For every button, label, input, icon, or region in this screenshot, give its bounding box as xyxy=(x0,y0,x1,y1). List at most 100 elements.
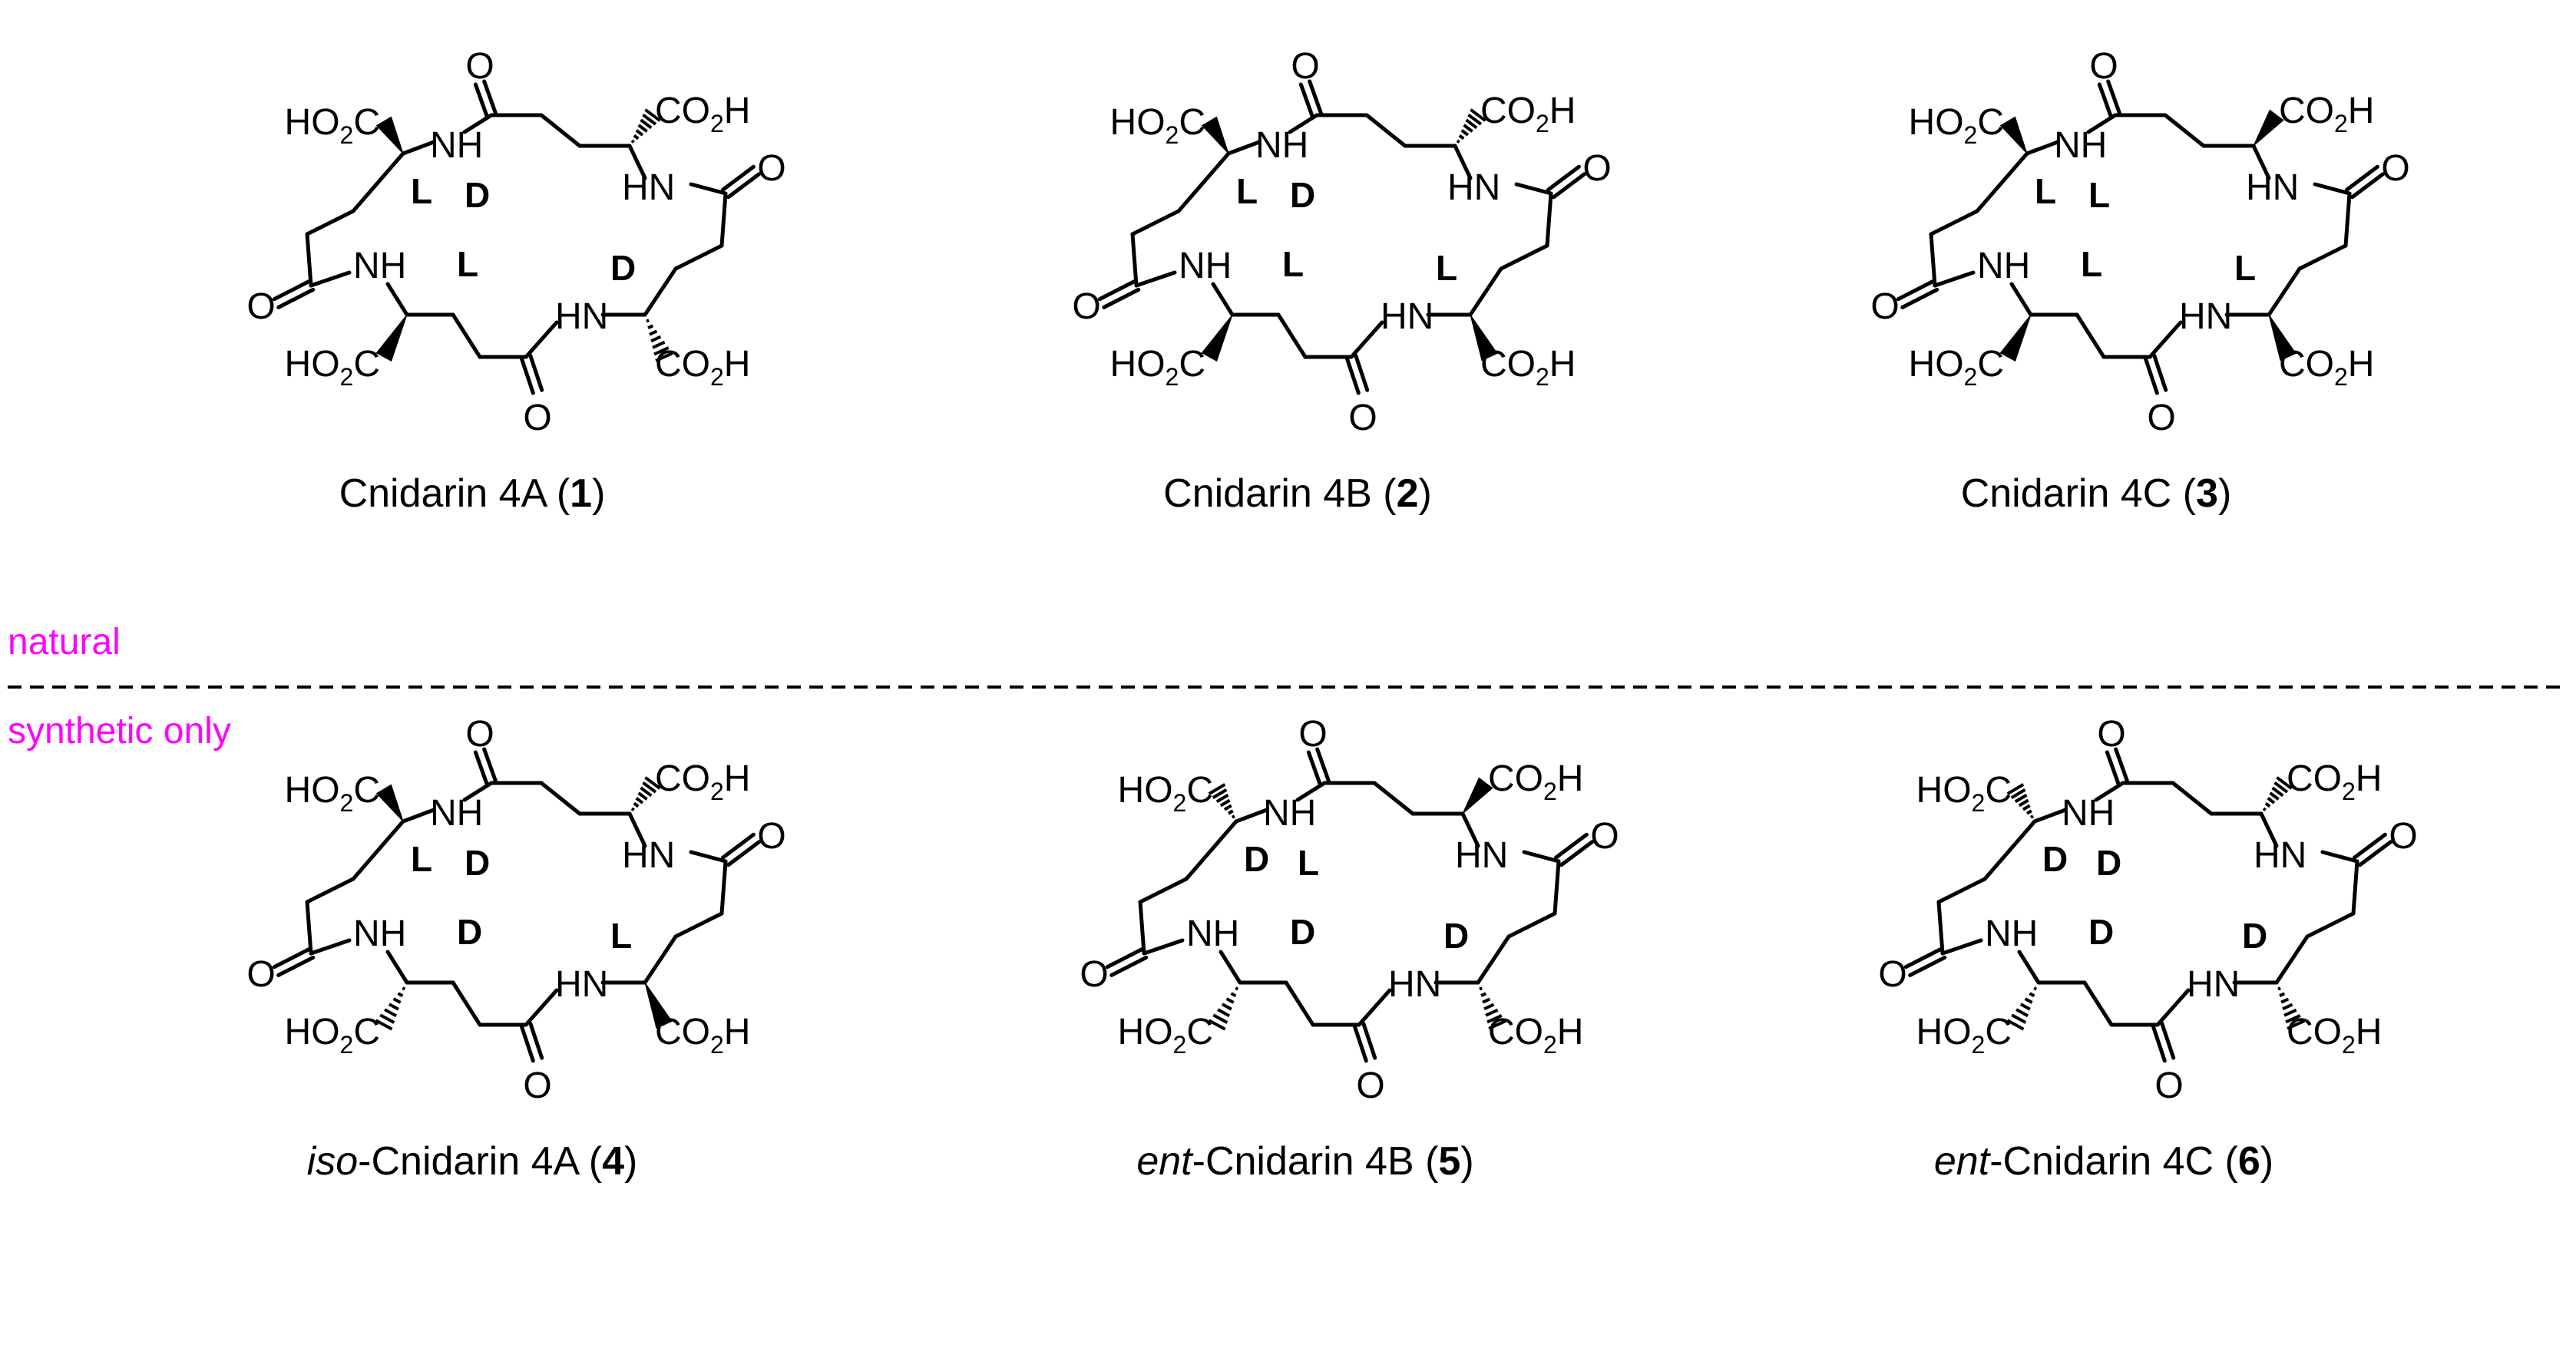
hash-line xyxy=(646,319,650,323)
section-label-natural: natural xyxy=(8,622,121,662)
oxygen-label: O xyxy=(1298,714,1327,755)
hash-line xyxy=(652,340,666,349)
oxygen-label: O xyxy=(1072,286,1100,327)
carbonyl-bond xyxy=(1900,287,1939,309)
ring-bond xyxy=(2082,980,2114,1027)
acid-label: HO2C xyxy=(1110,102,1205,149)
ring-bond xyxy=(673,911,724,939)
compound-caption: Cnidarin 4C (3) xyxy=(1961,471,2232,516)
hn-label: HN xyxy=(1381,296,1433,337)
hash-line xyxy=(640,786,653,798)
stereo-bond xyxy=(2277,986,2305,1030)
carbonyl-bond xyxy=(720,832,756,860)
hash-line xyxy=(1465,118,1478,130)
ring-bond xyxy=(2075,312,2106,359)
carbonyl-bond xyxy=(1354,353,1370,392)
ring-bond xyxy=(1982,819,2037,881)
hn-label: HN xyxy=(622,835,675,876)
hash-line xyxy=(1208,1019,1226,1031)
hash-line xyxy=(630,139,635,144)
carbonyl-bond xyxy=(2358,840,2393,867)
ring-bond xyxy=(2032,808,2068,824)
nh-label: NH xyxy=(1263,793,1316,834)
hash-line xyxy=(384,1008,398,1018)
ring-bond xyxy=(689,182,728,196)
stereo-bond xyxy=(1470,314,1498,362)
oxygen-label: O xyxy=(757,148,785,189)
ring-bond xyxy=(1138,877,1189,904)
stereo-bond xyxy=(646,319,673,362)
carbonyl-bond xyxy=(2350,172,2386,200)
caption-suffix: ) xyxy=(592,471,605,516)
ring-bond xyxy=(1476,934,1511,985)
config-label: L xyxy=(2081,244,2102,284)
hash-line xyxy=(1482,997,1491,1004)
carbonyl-bond xyxy=(1097,279,1136,302)
carbonyl-bond xyxy=(1908,955,1947,977)
oxygen-label: O xyxy=(1348,398,1377,438)
oxygen-label: O xyxy=(1582,148,1611,189)
hash-line xyxy=(1485,1008,1499,1017)
stereo-bond xyxy=(375,986,406,1031)
carbonyl-bond xyxy=(272,279,311,302)
hash-line xyxy=(2019,1003,2031,1011)
compound-caption: Cnidarin 4A (1) xyxy=(339,471,606,516)
nh-label: NH xyxy=(1255,125,1308,166)
hash-line xyxy=(1486,1014,1503,1024)
ring-bond xyxy=(2343,191,2352,248)
carbonyl-bond xyxy=(726,172,762,200)
ring-bond xyxy=(385,950,409,985)
carbonyl-bond xyxy=(1553,832,1589,860)
config-label: L xyxy=(411,839,432,879)
carbonyl-bond xyxy=(482,747,498,784)
config-label: L xyxy=(1436,248,1457,288)
hn-label: HN xyxy=(555,964,608,1005)
ring-bond xyxy=(689,850,728,864)
hash-line xyxy=(1217,1008,1231,1018)
hash-line xyxy=(644,108,661,122)
hn-label: HN xyxy=(2246,167,2299,208)
carbonyl-bond xyxy=(528,353,544,392)
carbonyl-bond xyxy=(276,955,316,977)
ring-bond xyxy=(309,938,352,956)
nh-label: NH xyxy=(2054,125,2107,166)
ring-bond xyxy=(1940,938,1983,956)
hn-label: HN xyxy=(1388,964,1441,1005)
acid-label: HO2C xyxy=(1118,770,1213,817)
acid-label: HO2C xyxy=(1909,102,2004,149)
acid-label: CO2H xyxy=(1488,1012,1583,1059)
carbonyl-bond xyxy=(1559,840,1595,867)
hash-line xyxy=(1221,1003,1232,1011)
hash-line xyxy=(1225,997,1235,1004)
ring-bond xyxy=(1176,151,1231,213)
caption-suffix: ) xyxy=(1419,471,1432,516)
hash-line xyxy=(2033,986,2038,991)
caption-suffix: ) xyxy=(1460,1139,1473,1184)
ring-bond xyxy=(539,781,582,816)
config-label: D xyxy=(610,248,636,288)
acid-label: CO2H xyxy=(1480,344,1576,391)
nh-label: NH xyxy=(353,246,406,286)
acid-label: HO2C xyxy=(285,102,380,149)
acid-label: CO2H xyxy=(2287,758,2382,805)
carbonyl-bond xyxy=(1352,1024,1368,1063)
nh-label: NH xyxy=(353,913,406,954)
stereo-bond xyxy=(2006,783,2034,819)
nh-label: NH xyxy=(1179,246,1232,286)
caption-name: Cnidarin 4C ( xyxy=(1961,471,2197,516)
ring-bond xyxy=(2171,781,2214,816)
oxygen-label: O xyxy=(523,1065,551,1106)
config-label: D xyxy=(2042,839,2068,879)
carbonyl-bond xyxy=(473,750,489,787)
caption-number: 5 xyxy=(1438,1139,1460,1184)
caption-number: 2 xyxy=(1397,471,1419,516)
ring-bond xyxy=(1553,859,1561,916)
carbonyl-bond xyxy=(1102,287,1141,309)
hash-line xyxy=(2282,1003,2293,1011)
hash-line xyxy=(2273,781,2289,794)
ring-bond xyxy=(1929,209,1979,236)
carbonyl-bond xyxy=(1306,750,1322,787)
